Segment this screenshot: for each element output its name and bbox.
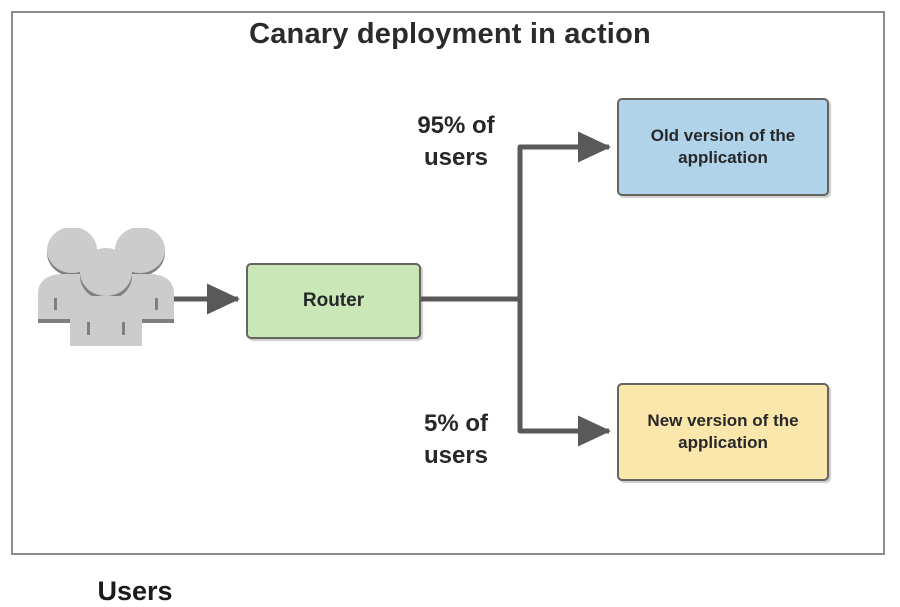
users-node-label: Users [97,576,173,606]
diagram-canvas: Canary deployment in action [11,11,885,606]
new-version-node[interactable]: New version of the application [617,383,829,481]
old-version-line-1: Old version of the [650,126,796,146]
old-version-node[interactable]: Old version of the application [617,98,829,196]
users-group-icon [38,228,174,346]
old-version-line-2: application [678,148,768,167]
old-version-node-label: Old version of the application [651,125,796,169]
new-version-line-1: New version of the [647,411,799,431]
edge-label-5-percent: 5% of users [383,408,529,471]
edge-label-5-percent-line-1: 5% of [423,410,488,437]
router-node[interactable]: Router [246,263,421,339]
users-node: Users [30,228,182,606]
edge-router-to-new-version [517,297,612,447]
new-version-node-label: New version of the application [647,410,798,454]
edge-label-5-percent-line-2: users [423,441,489,469]
edge-label-95-percent: 95% of users [383,110,529,173]
router-node-label: Router [302,290,365,311]
edge-label-95-percent-line-2: users [423,143,489,171]
edge-label-95-percent-line-1: 95% of [417,112,495,139]
edge-router-to-old-version [517,131,612,301]
connector-layer [172,131,612,447]
page-title: Canary deployment in action [249,18,651,50]
new-version-line-2: application [678,433,768,452]
